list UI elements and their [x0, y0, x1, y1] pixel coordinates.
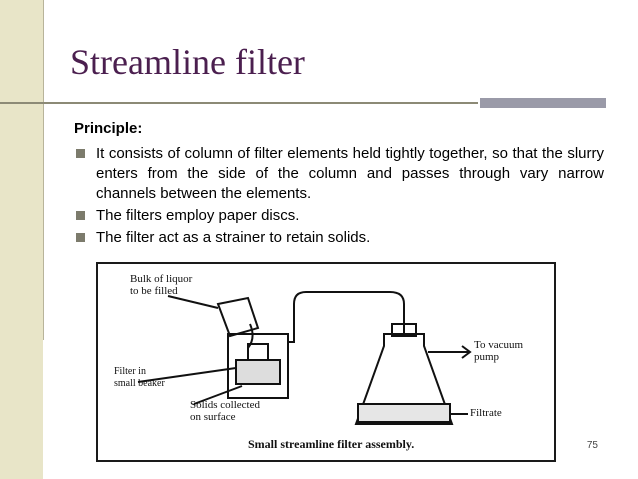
label-vacuum-line2: pump [474, 351, 500, 363]
principle-heading: Principle: [74, 120, 143, 137]
filtrate-layer [357, 403, 451, 423]
label-filter: Filter in [114, 366, 146, 377]
label-solids-line2: on surface [190, 411, 236, 423]
filter-diagram: Bulk of liquor to be filled Filter in sm… [114, 273, 523, 451]
bullet-item: It consists of column of filter elements… [74, 144, 604, 204]
label-solids: Solids collected [190, 399, 260, 411]
side-divider [43, 0, 44, 340]
label-vacuum: To vacuum [474, 339, 523, 351]
flask-stopper [391, 323, 417, 337]
connecting-tube [288, 291, 405, 343]
slide-title: Streamline filter [70, 42, 305, 82]
label-bulk: Bulk of liquor [130, 273, 193, 285]
title-rule-accent [480, 98, 606, 108]
side-band [0, 0, 43, 479]
label-filter-line2: small beaker [114, 378, 165, 389]
callout-line-filter [137, 367, 237, 383]
pour-spout [247, 323, 254, 349]
square-bullet-icon [76, 149, 85, 158]
label-filtrate: Filtrate [470, 407, 502, 419]
title-rule [0, 102, 478, 104]
vacuum-arrowhead [461, 345, 472, 359]
figure-caption: Small streamline filter assembly. [248, 437, 414, 451]
callout-line-bulk [167, 295, 219, 309]
pouring-beaker-icon [216, 296, 260, 338]
callout-line-solids [193, 385, 243, 405]
filtering-flask-icon [354, 333, 454, 425]
bullet-list: It consists of column of filter elements… [74, 144, 604, 250]
filter-assembly-figure: Bulk of liquor to be filled Filter in sm… [96, 262, 556, 462]
square-bullet-icon [76, 211, 85, 220]
square-bullet-icon [76, 233, 85, 242]
bullet-item: The filters employ paper discs. [74, 206, 604, 226]
bullet-text: The filters employ paper discs. [96, 207, 300, 224]
page-number: 75 [586, 440, 598, 451]
label-bulk-line2: to be filled [130, 285, 178, 297]
bullet-text: The filter act as a strainer to retain s… [96, 229, 371, 246]
bullet-item: The filter act as a strainer to retain s… [74, 228, 604, 248]
bullet-text: It consists of column of filter elements… [96, 145, 604, 202]
outer-beaker-icon [227, 333, 289, 399]
solids-layer [235, 359, 281, 385]
